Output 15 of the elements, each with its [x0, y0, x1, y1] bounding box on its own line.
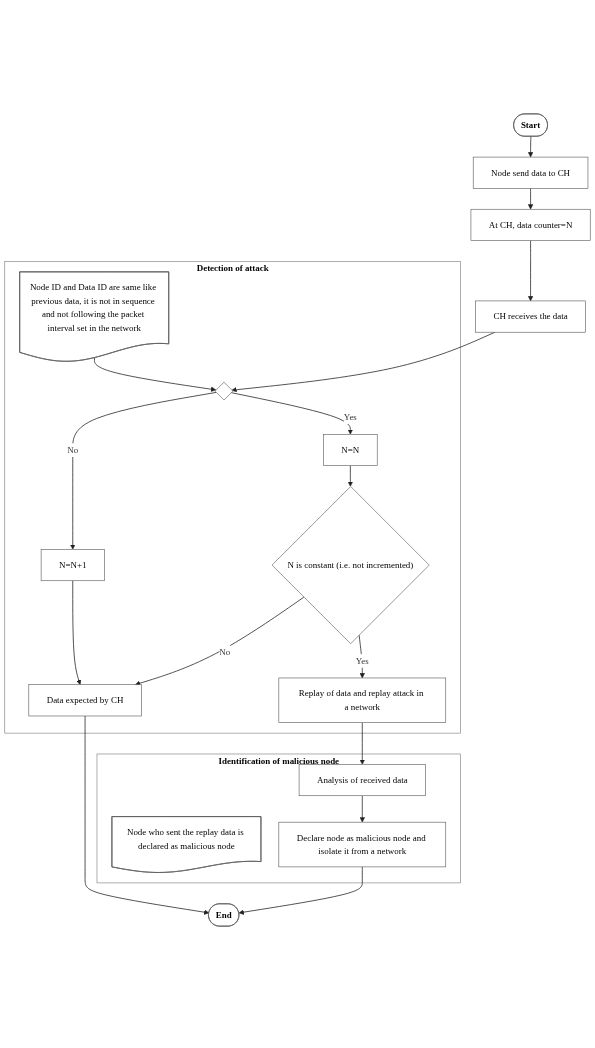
- edge-label: No: [219, 646, 231, 657]
- node-box: Declare node as malicious node and isolate it from a network: [278, 821, 447, 868]
- edge-label: Yes: [355, 655, 369, 666]
- node-diamond: [214, 381, 234, 401]
- node-box: At CH, data counter=N: [470, 208, 591, 241]
- node-box: Data expected by CH: [28, 684, 142, 717]
- node-box: N=N: [323, 434, 378, 466]
- node-box: N=N+1: [40, 549, 105, 582]
- node-box: CH receives the data: [475, 300, 586, 333]
- edge-label: No: [67, 445, 79, 455]
- node-box: Node send data to CH: [472, 156, 589, 189]
- node-diamond: N is constant (i.e. not incremented): [271, 486, 430, 644]
- node-box: Analysis of received data: [298, 764, 426, 796]
- node-box: Replay of data and replay attack in a network: [278, 677, 447, 723]
- edge-label: Yes: [343, 412, 357, 422]
